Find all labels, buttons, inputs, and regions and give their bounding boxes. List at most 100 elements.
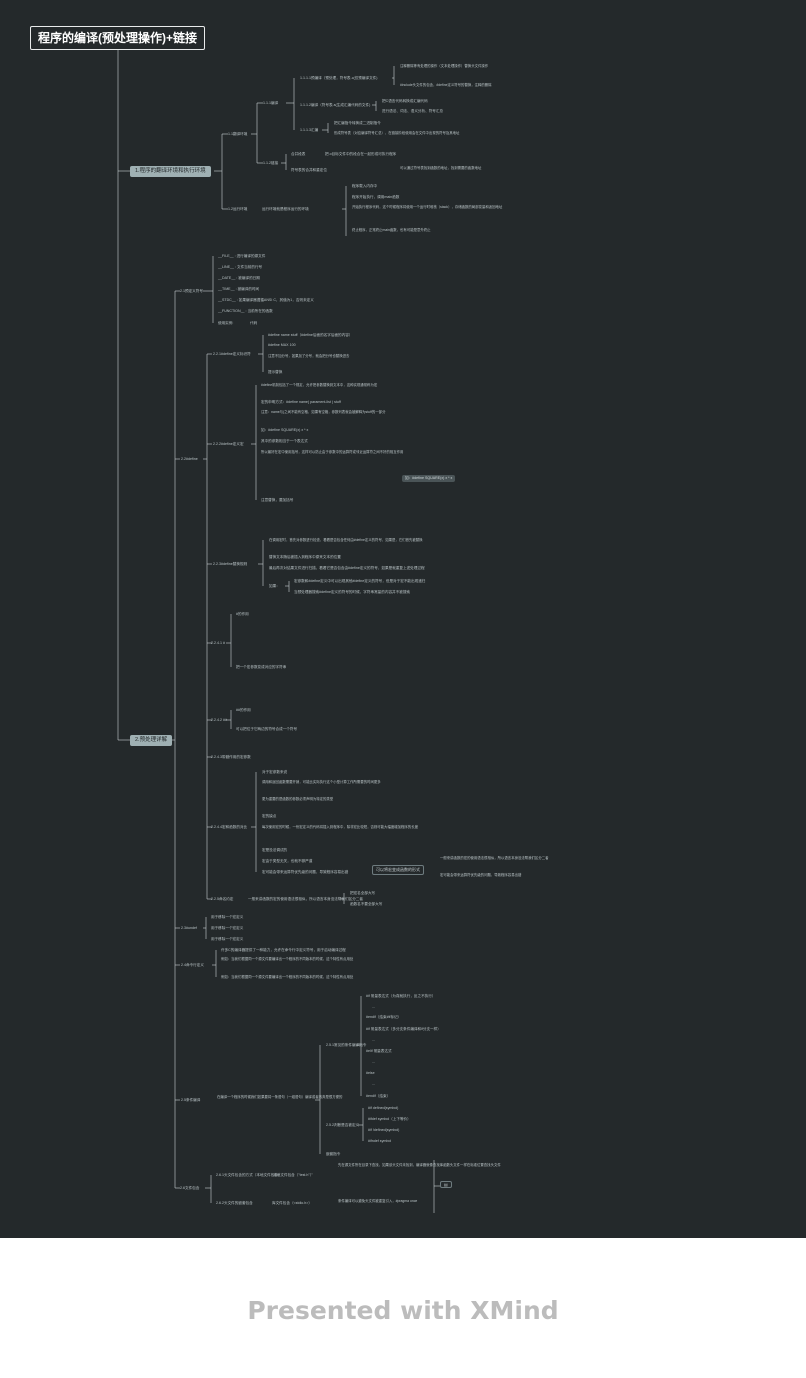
hash-role-a: 把一个宏参数变成对应的字符串 (236, 665, 287, 669)
topic-1-1-1-3-a: 把汇编指令转换成二进制指令 (334, 121, 381, 125)
predef-example-code[interactable]: 代码 (250, 321, 258, 325)
topic-1-1-1-3[interactable]: 1.1.1.3汇编 (300, 128, 319, 132)
macro-4: 如：#define SQUARE(x) x * x (261, 428, 309, 432)
topic-1-2[interactable]: 1.2运行环境 (228, 207, 248, 211)
predef-date: __DATE__ : 被编译的日期 (218, 276, 260, 280)
compare-note-1: 一般来讲函数的宏的使用语法很相似，所以语言本身没法帮我们区分二者 (440, 856, 549, 860)
rule-2: 替换文本随后被插入到程序中原来文本的位置 (269, 555, 341, 559)
topic-1-1-2-a: 合并段表 (291, 152, 306, 156)
include-local-desc: 先在源文件所在目录下查找，如果该头文件未找到，编译器就像查找库函数头文件一样在标… (338, 1163, 501, 1167)
topic-2-2-4-2[interactable]: 2.2.4.2 ## (211, 718, 227, 722)
topic-2-2-2[interactable]: 2.2.2#define定义宏 (213, 442, 244, 446)
rule-4-a: 宏参数和#define定义中可以出现其他#define定义的符号，但是对于宏不能… (294, 579, 426, 583)
collapse-toggle[interactable]: ▤ (440, 1181, 452, 1188)
topic-2-4[interactable]: 2.4命令行定义 (181, 963, 204, 967)
rule-4-b: 当预处理器搜索#define定义的符号的时候，字符串常量的内容并不被搜索 (294, 590, 411, 594)
include-lib-desc: 条件编译可以避免头文件被重复引入，#pragma once (338, 1199, 418, 1203)
compare-2: 调用和返回函数需要开销，可能比实际执行这个小型计算工作所需要的时间更多 (262, 780, 381, 784)
compare-7: 宏由于类型无关，也就不够严谨 (262, 859, 313, 863)
topic-1-2-d: 终止程序，正常终止main函数，也有可能是意外终止 (352, 228, 431, 232)
macro-6: 所以最好在宏中使用括号，这样可以防止由于参数中的运算符或邻近运算符之间不好的相互… (261, 450, 404, 454)
defined-3: #if !defined(symbol) (368, 1128, 400, 1132)
topic-1-1-1-2[interactable]: 1.1.1.2编译（符号表-s(生成汇编代码的文件) (300, 103, 371, 107)
undef-2: 用于移除一个宏定义 (211, 926, 244, 930)
compare-note-2: 宏可能会带来运算符优先级的问题，导致程序容易出错 (440, 873, 522, 877)
compare-4: 宏的缺点 (262, 814, 277, 818)
cond-3: #endif（结束#if标记） (366, 1015, 402, 1019)
predef-line: __LINE__ : 文件当前的行号 (218, 265, 263, 269)
defined-2: #ifdef symbol（上下等价） (368, 1117, 411, 1121)
predef-stdc: __STDC__ : 如果编译器遵循ANSI C，其值为1，否则未定义 (218, 298, 314, 302)
root-topic[interactable]: 程序的编译(预处理操作)+链接 (30, 26, 205, 50)
main-topic-environment[interactable]: 1.程序的翻译环境和执行环境 (130, 166, 211, 177)
cond-4: #if 常量表达式（多分支条件编译和if分支一样） (366, 1027, 441, 1031)
define-4: 提示替换 (268, 370, 283, 374)
note-label[interactable]: 可以将宏变成函数的形式 (372, 865, 424, 875)
defined-4: #ifndef symbol (368, 1139, 392, 1143)
cmdline-3: 例如：当我们根据同一个源文件要编译出一个程序的不同版本的时候，这个特性有点用处 (221, 975, 354, 979)
cond-5: ... (372, 1038, 375, 1042)
topic-2-2-5[interactable]: 2.2.5命名约定 (211, 897, 234, 901)
naming-2: 函数名不要全部大写 (350, 902, 383, 906)
topic-1-1-1-3-b: 形成符号表（对应编译符号汇总），在链接阶段使用会在文件中出现的符号及其地址 (334, 131, 460, 135)
topic-1-1-2[interactable]: 1.1.2链接 (263, 161, 279, 165)
topic-1-1-2-a-1: 把.o目标文件中的段合在一起形成可执行程序 (325, 152, 397, 156)
topic-2-2-3[interactable]: 2.2.3#define替换规则 (213, 562, 248, 566)
topic-2-5-2[interactable]: 2.5.2判断是否被定义 (326, 1123, 360, 1127)
topic-2-6-2[interactable]: 2.6.2头文件的嵌套包含 (216, 1201, 253, 1205)
compare-5: 每次使用宏的时候，一份宏定义的代码将插入到程序中，除非宏比较短，否则可能大幅度增… (262, 825, 418, 829)
predef-example: 使用实例: (218, 321, 234, 325)
footer: Presented with XMind (0, 1238, 806, 1378)
topic-1-1-1-1[interactable]: 1.1.1.1预编译（预处理，符号表-c(仅预编译文件) (300, 76, 378, 80)
include-local: “本地文件包含（"test.h"）” (272, 1173, 313, 1177)
macro-code-block: 如：#define SQUARE(x) x * x (402, 475, 456, 482)
defined-1: #if defined(symbol) (368, 1106, 399, 1110)
macro-5: 其中的参数相当于一个表达式 (261, 439, 308, 443)
topic-1-1-1-1-b: #include头文件的包含，#define定义符号的替换，注释的删除 (400, 83, 492, 87)
naming-1: 把宏名全部大写 (350, 891, 376, 895)
define-2: #define MAX 100 (268, 343, 296, 347)
topic-2-2-4-3[interactable]: 2.2.4.3带副作用的宏参数 (211, 755, 251, 759)
compare-1: 对于宏参数来说 (262, 770, 288, 774)
topic-1-1[interactable]: 1.1翻译环境 (228, 132, 248, 136)
predef-time: __TIME__ : 被编译的时间 (218, 287, 260, 291)
topic-2-6[interactable]: 2.6文件包含 (180, 1186, 200, 1190)
undef-1: 用于移除一个宏定义 (211, 915, 244, 919)
predef-file: __FILE__ : 进行编译的源文件 (218, 254, 266, 258)
main-topic-preprocessing[interactable]: 2.预处理详解 (130, 735, 173, 746)
topic-2-2-1[interactable]: 2.2.1#define定义标识符 (213, 352, 251, 356)
topic-2-3[interactable]: 2.3#undef (181, 926, 197, 930)
compare-8: 宏可能会带来运算符优先级的问题，导致程序容易出错 (262, 870, 349, 874)
topic-2-2[interactable]: 2.2#define (181, 457, 198, 461)
cond-6: #elif 常量表达式 (366, 1049, 392, 1053)
double-hash-role: ##的作用 (236, 708, 251, 712)
footer-brand-text: Presented with XMind (247, 1296, 559, 1325)
compare-3: 更为重要的是函数的参数必须声明为特定的类型 (262, 797, 334, 801)
cmdline-2: 例如：当我们根据同一个源文件要编译出一个程序的不同版本的时候，这个特性有点用处 (221, 957, 354, 961)
define-3: 注意不加分号，如果加了分号，就会把分号也替换进去 (268, 354, 350, 358)
topic-1-2-c: 开始执行程序代码，这个时候程序将使用一个运行时堆栈（stack），存储函数的局部… (352, 205, 503, 209)
rule-4: 如果： (269, 584, 280, 588)
topic-1-1-2-b-1: 可以通过符号表找到函数的地址，找到需要的函数地址 (400, 166, 482, 170)
cond-desc: 在编译一个程序的时候我们如果要将一条语句（一组语句）编译或者放弃是很方便的 (217, 1095, 343, 1099)
compare-6: 宏是没法调试的 (262, 848, 288, 852)
cond-8: #else (366, 1071, 375, 1075)
cond-2: ... (372, 1005, 375, 1009)
double-hash-role-a: 可以把位于它两边的符号合成一个符号 (236, 727, 298, 731)
macro-3: 注意：name与(之间不能有空格，如果有空格，参数列表就会被解释为stuff的一… (261, 410, 386, 414)
mindmap-canvas: 程序的编译(预处理操作)+链接 1.程序的翻译环境和执行环境 2.预处理详解 1… (0, 0, 806, 1238)
rule-3: 最后再次对结果文件进行扫描，看看它是否包含由#define定义的符号，如果是就重… (269, 566, 425, 570)
topic-1-1-1[interactable]: 1.1.1编译 (263, 101, 279, 105)
cond-7: ... (372, 1060, 375, 1064)
topic-2-2-4-1[interactable]: 2.2.4.1 # (211, 641, 225, 645)
topic-2-5[interactable]: 2.5条件编译 (181, 1098, 201, 1102)
topic-2-5-1[interactable]: 2.5.1常见的条件编译指令 (326, 1043, 367, 1047)
macro-1: #define机制包括了一个规定，允许把参数替换到文本中，这种实现通常称为宏 (261, 383, 378, 387)
undef-3: 用于移除一个宏定义 (211, 937, 244, 941)
topic-1-1-1-2-a: 把C语言代码转换成汇编代码 (382, 99, 428, 103)
topic-1-1-1-1-a: 注释删除等有处理的操作（文本处理操作）替换头文件操作 (400, 64, 489, 68)
topic-2-1[interactable]: 2.1预定义符号 (180, 289, 203, 293)
topic-2-6-1[interactable]: 2.6.1头文件包含的方式（本地文件包含） (216, 1173, 282, 1177)
topic-2-2-4-4[interactable]: 2.2.4.4宏和函数的对比 (211, 825, 248, 829)
topic-1-1-1-2-b: 进行语法、词法、语义分析、符号汇总 (382, 109, 444, 113)
